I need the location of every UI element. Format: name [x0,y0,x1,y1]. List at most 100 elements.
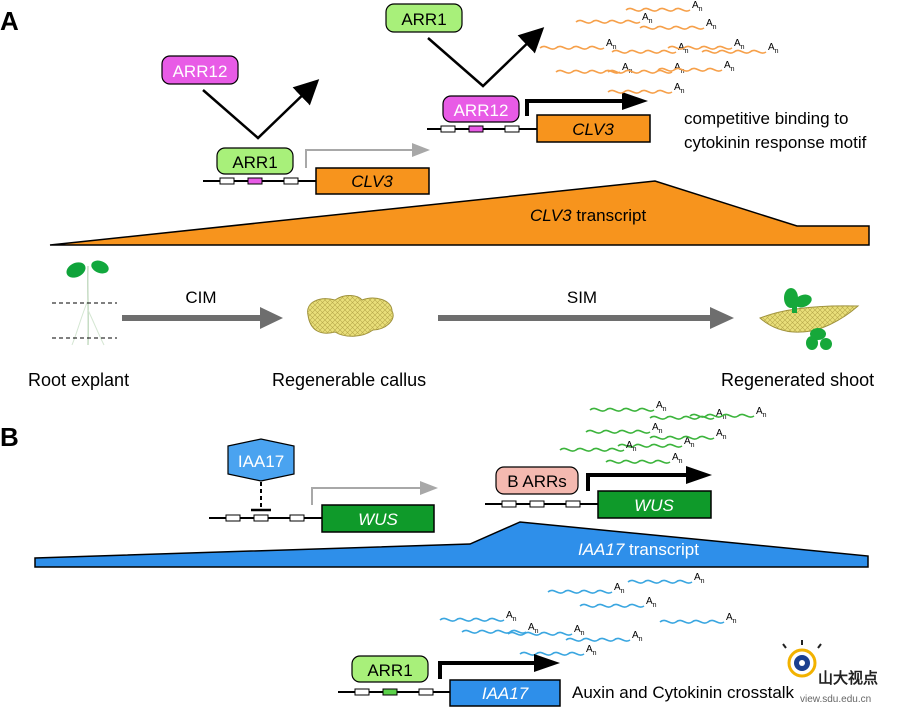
competitive-binding-note-2: cytokinin response motif [684,133,867,152]
poly-a-tail: An [684,436,695,449]
mrna-strand [701,49,767,54]
poly-a-tail: An [716,408,727,421]
mrna-strand [625,7,691,12]
cis-box [354,688,370,696]
clv3-gene-right [536,114,651,143]
panel-b-label: B [0,422,19,452]
mrna-strand [439,617,505,622]
poly-a-tail: An [586,644,597,657]
arr1-free-label: ARR1 [401,10,446,29]
poly-a-tail: An [674,62,685,75]
mrna-strand [627,579,693,584]
poly-a-tail: An [656,400,667,413]
poly-a-tail: An [574,624,585,637]
mrna-strand [607,69,673,74]
callus-icon [307,295,394,337]
poly-a-tail: An [646,596,657,609]
cis-box [440,125,456,133]
cis-box [504,125,520,133]
mrna-strand [689,413,755,418]
iaa17-factor-label: IAA17 [238,452,284,471]
mrna-strand [607,89,673,94]
poly-a-tail: An [642,12,653,25]
cim-arrowhead [260,307,283,329]
wus-gene-left-label: WUS [358,510,398,529]
arr1-free-badge [385,3,463,33]
poly-a-tail: An [528,622,539,635]
arr1-bound-label: ARR1 [232,153,277,172]
b-arrs-badge [495,466,579,495]
strong-tss-arrow-bottom [438,661,536,679]
cis-box [289,514,305,522]
weak-tss-arrowhead-b [420,481,438,495]
mrna-strand [617,443,683,448]
poly-a-tail: An [672,452,683,465]
poly-a-tail: An [674,82,685,95]
mrna-strand [507,631,573,636]
cis-box [283,177,299,185]
cis-box [418,688,434,696]
iaa17-gene-label: IAA17 [482,684,529,703]
displacement-arrow-right [427,27,545,88]
clv3-transcript-label: CLV3 transcript [530,206,647,225]
weak-tss-arrow [305,149,412,168]
poly-a-tail: An [724,60,735,73]
cis-box [529,500,545,508]
strong-tss-arrowhead-b [686,466,712,484]
mrna-strand [667,45,733,50]
poly-a-tail: An [626,440,637,453]
wus-gene-right [597,490,712,519]
mrna-strand [611,49,677,54]
iaa17-hexagon [227,438,295,482]
regenerated-shoot-icon [759,288,860,350]
mrna-strand [579,603,645,608]
cis-box [253,514,269,522]
poly-a-tail: An [716,428,727,441]
mrna-strand [575,19,641,24]
strong-tss-arrow [525,99,624,116]
mrna-strand [657,67,723,72]
wus-gene-right-label: WUS [634,496,674,515]
stage-regenerable-callus: Regenerable callus [272,370,426,390]
cis-box-magenta [468,125,484,133]
cim-label: CIM [185,288,216,307]
mrna-strand [585,429,651,434]
cis-box [565,500,581,508]
competitive-binding-note-1: competitive binding to [684,109,848,128]
mrna-strand [539,45,605,50]
mrna-strand [649,435,715,440]
poly-a-tail: An [734,38,745,51]
poly-a-tail: An [614,582,625,595]
watermark-url: view.sdu.edu.cn [800,694,871,705]
strong-tss-arrowhead-bottom [534,654,560,672]
cis-box [501,500,517,508]
poly-a-tail: An [756,406,767,419]
mrna-strand [589,407,655,412]
poly-a-tail: An [678,42,689,55]
sim-label: SIM [567,288,597,307]
arr1-bound-badge [216,147,294,175]
plant-seedling-icon [66,260,109,346]
wus-gene-left [321,504,435,533]
poly-a-tail: An [506,610,517,623]
mrna-strand [547,589,613,594]
mrna-strand [605,459,671,464]
poly-a-tail: An [706,18,717,31]
watermark-eye-icon [782,640,822,678]
iaa17-transcript-label: IAA17 transcript [578,540,699,559]
cis-box-green [382,688,398,696]
arr12-free-label: ARR12 [173,62,228,81]
clv3-gene-left-label: CLV3 [351,172,393,191]
cis-box [219,177,235,185]
sim-arrowhead [710,307,734,329]
mrna-strand [639,25,705,30]
weak-tss-arrowhead [412,143,430,157]
mrna-strand [565,637,631,642]
displacement-arrow-left [202,79,320,140]
strong-tss-arrowhead [622,92,648,110]
mrna-strand [461,629,527,634]
